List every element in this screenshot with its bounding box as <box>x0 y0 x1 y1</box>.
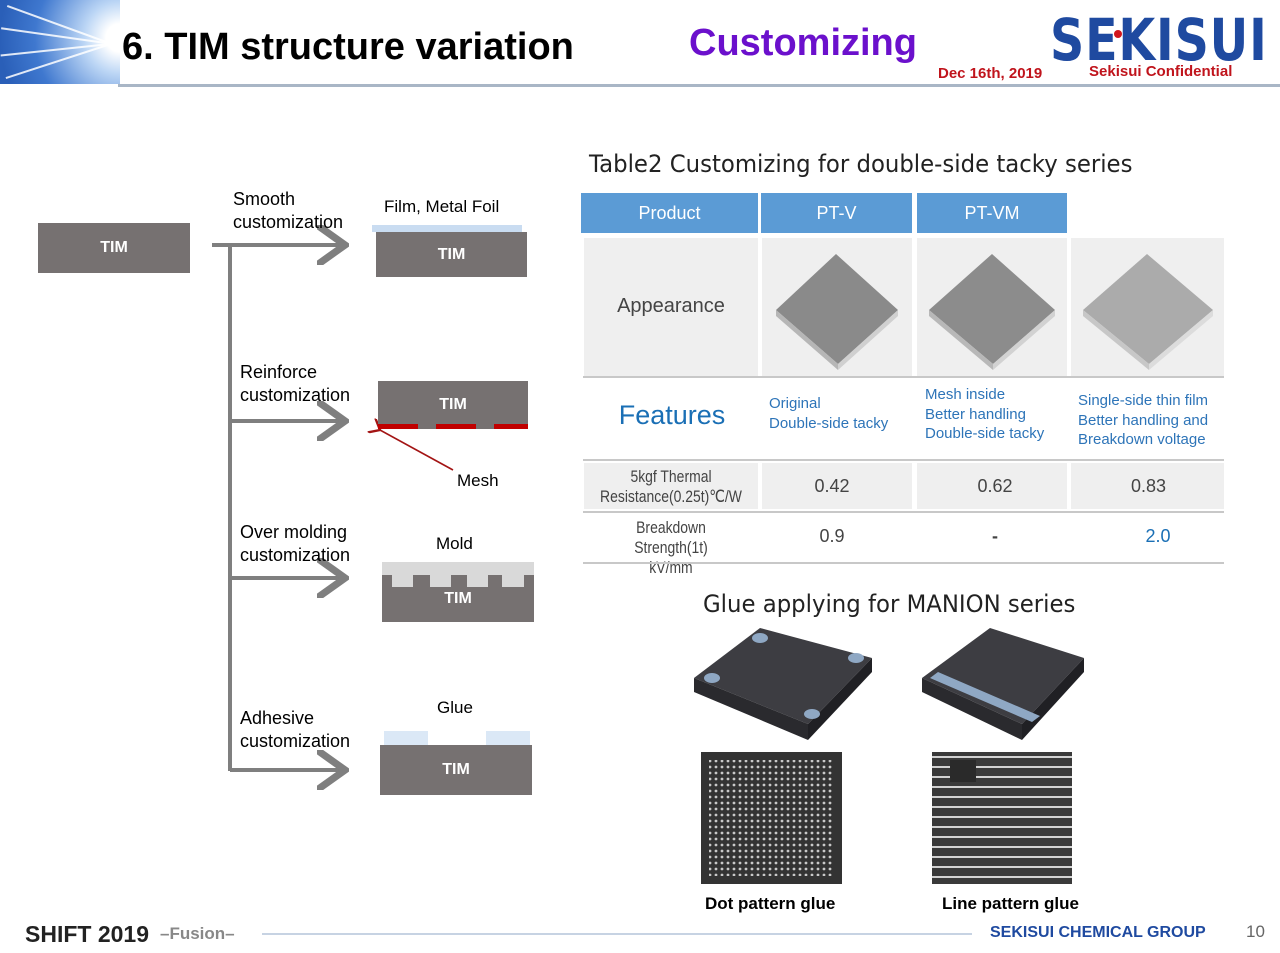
film-layer <box>372 225 522 232</box>
table-header-ptvm: PT-VM <box>917 193 1067 233</box>
row-header-appearance: Appearance <box>617 295 725 317</box>
mold-tooth <box>392 574 413 587</box>
footer-fusion-label: –Fusion– <box>160 924 235 943</box>
confidential-label: Sekisui Confidential <box>1089 63 1233 80</box>
thermal-cell <box>584 463 758 509</box>
dot-glue-3d-illustration <box>694 628 872 740</box>
thermal-value-single-side: 0.83 <box>1130 476 1167 496</box>
glue-patch <box>384 731 428 745</box>
line-glue-3d-illustration <box>922 628 1084 740</box>
table-title: Table2 Customizing for double-side tacky… <box>589 150 1133 178</box>
film-metal-foil-caption: Film, Metal Foil <box>384 197 500 216</box>
glue-section-title: Glue applying for MANION series <box>703 590 1076 618</box>
thermal-value-pt-vm: 0.62 <box>977 476 1013 496</box>
thermal-cell <box>917 463 1067 509</box>
date-label: Dec 16th, 2019 <box>938 65 1043 82</box>
appearance-cell <box>584 238 758 376</box>
line-pattern-photo <box>932 752 1072 884</box>
table-row-divider <box>583 376 1224 378</box>
line-pattern-caption: Line pattern glue <box>942 894 1079 913</box>
source-tim-box: TIM <box>38 223 190 273</box>
breakdown-value-single-side: 2.0 <box>1145 526 1171 546</box>
footer-group-name: SEKISUI CHEMICAL GROUP <box>990 924 1206 941</box>
table-row-divider <box>583 459 1224 461</box>
footer-divider <box>262 933 972 935</box>
mold-tooth <box>467 574 488 587</box>
mesh-caption: Mesh <box>457 471 499 490</box>
dot-pattern-photo <box>701 752 842 884</box>
mold-tooth <box>430 574 451 587</box>
breakdown-value-pt-vm: - <box>992 526 998 546</box>
sekisui-logo: SEKISUI <box>1050 6 1268 74</box>
reinforce-tim-box: TIM <box>378 381 528 429</box>
thermal-cell <box>762 463 912 509</box>
breakdown-value-pt-v: 0.9 <box>819 526 845 546</box>
footer-shift-label: SHIFT 2019 <box>25 921 149 947</box>
section-heading: Customizing <box>689 22 917 64</box>
row-header-breakdown: Breakdown Strength(1t)kV/mm <box>634 518 708 577</box>
row-header-features: Features <box>618 400 726 430</box>
table-header-product: Product <box>581 193 758 233</box>
page-number: 10 <box>1246 922 1265 941</box>
mold-layer <box>382 562 534 578</box>
glue-caption: Glue <box>437 698 473 717</box>
dot-pattern-caption: Dot pattern glue <box>705 894 836 913</box>
thermal-value-pt-v: 0.42 <box>814 476 850 496</box>
page-title: 6. TIM structure variation <box>122 26 574 68</box>
table-header-ptv: PT-V <box>761 193 912 233</box>
smooth-tim-box: TIM <box>376 232 527 277</box>
single-side-film-sample-image <box>1083 254 1213 370</box>
logo-red-dot <box>1114 30 1122 38</box>
mold-caption: Mold <box>436 534 473 553</box>
table-row-divider <box>583 511 1224 513</box>
pt-v-sample-image <box>776 254 898 370</box>
pt-vm-sample-image <box>929 254 1055 370</box>
table-bottom-border <box>583 562 1224 564</box>
thermal-cell <box>1071 463 1224 509</box>
mesh-layer <box>378 424 528 429</box>
glue-patch <box>486 731 530 745</box>
header-burst-graphic <box>0 0 121 84</box>
header-divider <box>118 84 1280 87</box>
adhesive-tim-box: TIM <box>380 745 532 795</box>
mold-tooth <box>502 574 524 587</box>
